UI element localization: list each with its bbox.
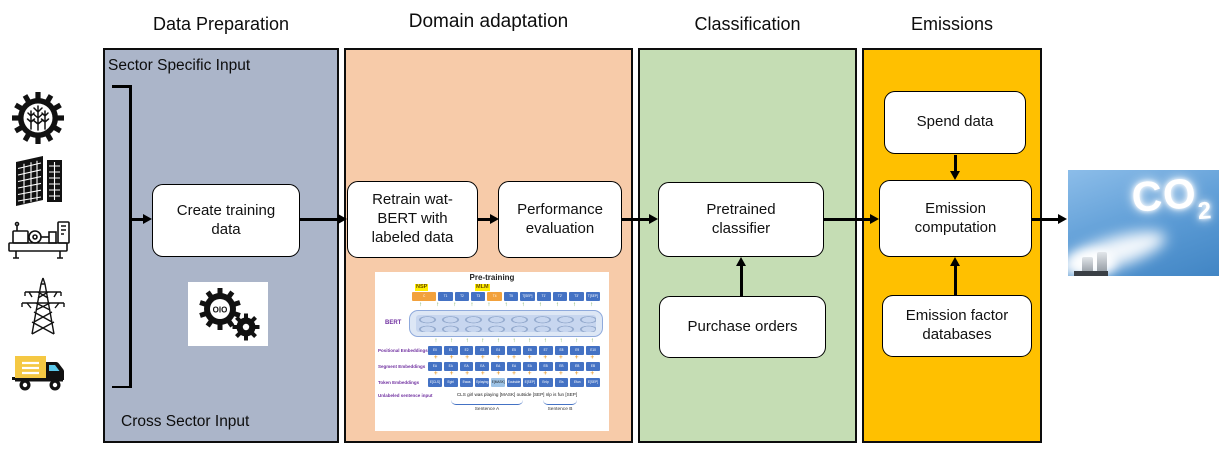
arrow-classifier-to-computation xyxy=(824,218,871,221)
bert-label: BERT xyxy=(385,320,402,326)
node-spend-data: Spend data xyxy=(884,91,1026,154)
stage-title-emissions: Emissions xyxy=(910,14,994,34)
stage-title-data-preparation: Data Preparation xyxy=(152,14,290,34)
token-embeddings-label: Token Embeddings xyxy=(378,380,420,385)
input-bracket-bottom-tick xyxy=(112,385,132,388)
industrial-machine-icon xyxy=(6,210,72,267)
transmission-tower-icon xyxy=(20,276,66,341)
mlm-label: MLM xyxy=(475,284,490,291)
input-bracket-vertical xyxy=(129,85,132,388)
positional-embeddings-label: Positional Embeddings xyxy=(378,348,428,353)
segment-embeddings-label: Segment Embeddings xyxy=(378,364,426,369)
node-retrain-watbert: Retrain wat-BERT with labeled data xyxy=(347,181,478,258)
sector-specific-input-label: Sector Specific Input xyxy=(108,57,251,74)
plus-signs-row: +++++++++++ xyxy=(433,370,595,377)
arrow-performance-to-classifier xyxy=(622,218,650,221)
sentence-input-text: CLS girl was playing [MASK] outside [SEP… xyxy=(456,392,578,397)
stage-title-classification: Classification xyxy=(694,14,801,34)
node-purchase-orders: Purchase orders xyxy=(659,296,826,358)
node-performance-evaluation: Performance evaluation xyxy=(498,181,622,258)
arrow-create-to-retrain xyxy=(300,218,339,221)
bert-up-arrows-row: ↑↑↑↑↑↑↑↑↑↑↑ xyxy=(434,338,594,344)
agriculture-gear-wheat-icon xyxy=(12,92,64,149)
arrow-bracket-to-create-training xyxy=(131,218,144,221)
sentence-b-label: Sentence B xyxy=(547,407,573,412)
unlabeled-sentence-input-label: Unlabeled sentence input xyxy=(378,393,433,398)
arrow-retrain-to-performance xyxy=(478,218,491,221)
sentence-a-label: Sentence A xyxy=(474,407,500,412)
stage-title-domain-adaptation: Domain adaptation xyxy=(408,11,569,32)
underbrace-sentence-a xyxy=(451,400,523,405)
smokestack xyxy=(1082,257,1093,276)
node-pretrained-classifier: Pretrained classifier xyxy=(658,182,824,257)
arrow-computation-to-co2 xyxy=(1032,218,1059,221)
co2-cloud-text: CO2 xyxy=(1129,170,1213,226)
svg-text:OIO: OIO xyxy=(213,306,228,315)
smokestack-base xyxy=(1074,271,1108,276)
arrow-purchase-orders-to-classifier xyxy=(740,265,743,296)
arrow-spend-data-to-computation xyxy=(954,155,957,172)
node-create-training-data: Create training data xyxy=(152,184,300,257)
underbrace-sentence-b xyxy=(543,400,577,405)
delivery-truck-icon xyxy=(12,348,70,401)
data-center-buildings-icon xyxy=(10,150,68,211)
bert-transformer-layers xyxy=(416,315,596,332)
input-bracket-top-tick xyxy=(112,85,132,88)
plus-signs-row: +++++++++++ xyxy=(433,354,595,361)
node-emission-factor-databases: Emission factor databases xyxy=(882,295,1032,357)
node-emission-computation: Emission computation xyxy=(879,180,1032,257)
gears-icon: OIO xyxy=(188,282,268,346)
bert-figure-title: Pre-training xyxy=(469,273,515,282)
co2-cloud-image: CO2 xyxy=(1068,170,1219,276)
nsp-label: NSP xyxy=(415,284,429,291)
smokestack xyxy=(1097,252,1107,276)
cross-sector-input-label: Cross Sector Input xyxy=(121,413,250,430)
arrow-factor-db-to-computation xyxy=(954,265,957,295)
bert-encoder-box xyxy=(409,310,603,337)
bert-up-arrows-row: ↑↑↑↑↑↑↑↑↑↑↑ xyxy=(419,302,593,308)
